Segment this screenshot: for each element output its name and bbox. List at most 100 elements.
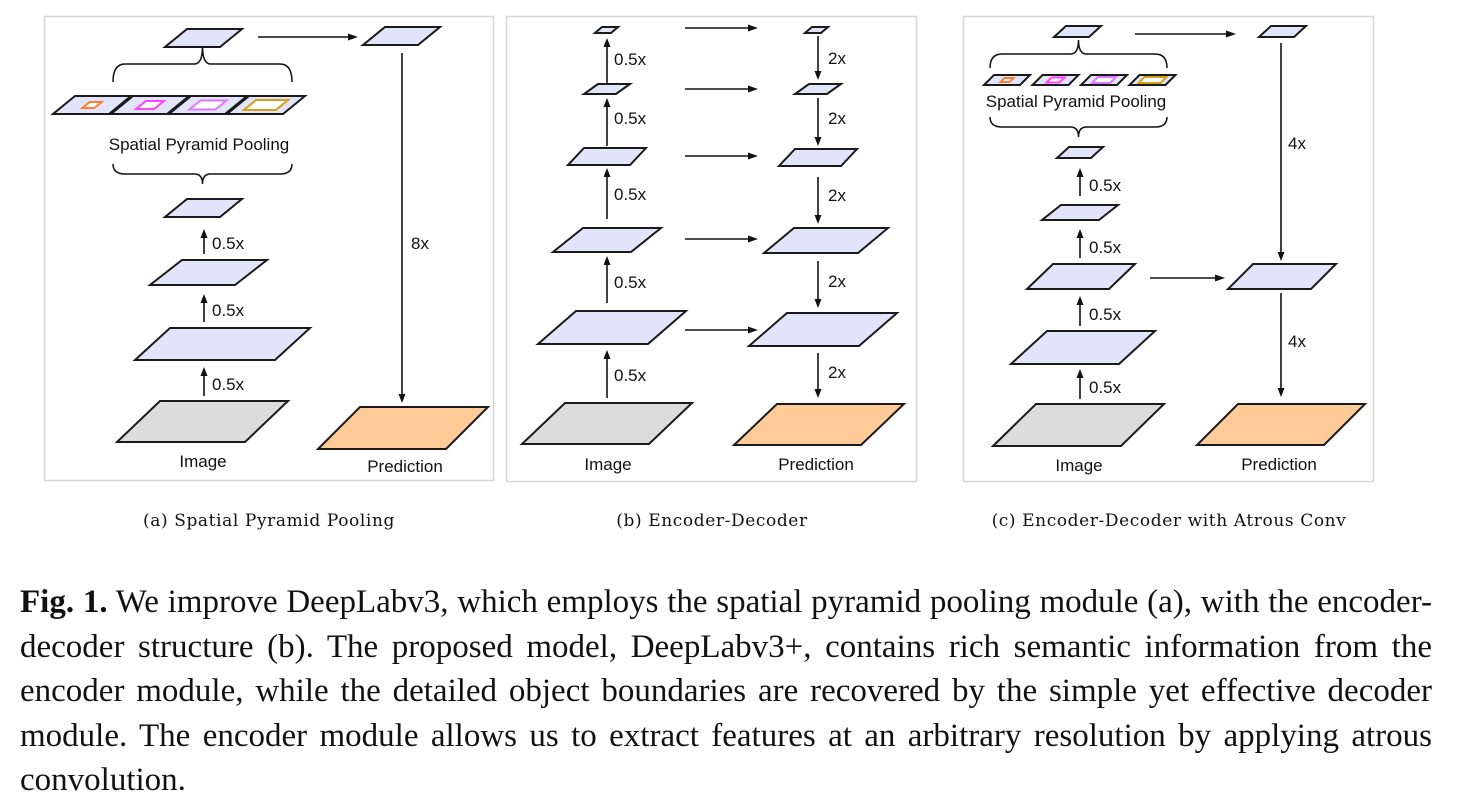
scale-label: 0.5x <box>614 185 647 204</box>
scale-label: 0.5x <box>212 234 245 253</box>
upsampled-map <box>1256 25 1309 38</box>
downsample-arrow-3-head <box>1076 229 1084 238</box>
spp-brace-bottom <box>112 163 293 185</box>
decoder-map <box>802 26 831 34</box>
prediction-map <box>731 403 907 446</box>
downsample-arrow-head <box>603 350 611 359</box>
scale-label: 0.5x <box>1089 176 1122 195</box>
spp-output-map <box>162 28 245 48</box>
panel-a-pool-window <box>186 99 230 111</box>
upsampled-map <box>360 26 443 46</box>
encoder-map-3 <box>162 198 245 218</box>
subcaption-c: (c) Encoder-Decoder with Atrous Conv <box>992 511 1347 531</box>
decoder-map <box>791 83 845 95</box>
scale-label: 4x <box>1288 134 1306 153</box>
panel-spatial-pyramid-pooling: Spatial Pyramid Pooling 0.5x 0.5x 0.5xImage… <box>43 15 495 482</box>
output-label: Prediction <box>778 455 854 474</box>
scale-label: 0.5x <box>212 375 245 394</box>
spp-brace-top <box>989 39 1168 69</box>
output-label: Prediction <box>1241 455 1317 474</box>
encoder-map <box>535 310 689 345</box>
downsample-arrow-2-head <box>200 294 208 303</box>
subcaption-b: (b) Encoder-Decoder <box>616 511 808 531</box>
skip-arrow-head <box>348 33 358 41</box>
encoder-map-1 <box>132 327 313 361</box>
encoder-map-4 <box>1054 146 1106 159</box>
encoder-map <box>565 147 649 166</box>
spp-brace-top <box>112 45 293 83</box>
downsample-arrow-head <box>603 98 611 107</box>
upsample-arrow-head <box>814 71 822 80</box>
upsample-arrow-head <box>814 215 822 224</box>
decoder-map <box>761 227 891 254</box>
panel-c-pool-window <box>1089 76 1119 84</box>
scale-label: 0.5x <box>614 109 647 128</box>
input-label: Image <box>584 455 631 474</box>
subcaption-a: (a) Spatial Pyramid Pooling <box>143 511 395 531</box>
encoder-map <box>550 227 664 253</box>
downsample-arrow-3-head <box>200 229 208 238</box>
scale-label: 2x <box>828 186 846 205</box>
downsample-arrow-1-head <box>1076 369 1084 378</box>
scale-label: 0.5x <box>212 301 245 320</box>
input-image <box>990 403 1167 447</box>
upsample-arrow-head <box>814 137 822 146</box>
scale-label: 0.5x <box>614 50 647 69</box>
downsample-arrow-head <box>603 256 611 265</box>
skip-arrow-head <box>748 152 758 160</box>
skip-arrow-head <box>748 85 758 93</box>
encoder-map-2 <box>1024 263 1138 290</box>
skip-arrow-head <box>1226 30 1236 38</box>
input-label: Image <box>179 452 226 471</box>
downsample-arrow-4-head <box>1076 168 1084 177</box>
figure-caption: Fig. 1. We improve DeepLabv3, which empl… <box>20 580 1432 803</box>
downsample-arrow-1-head <box>200 367 208 376</box>
scale-label: 0.5x <box>614 273 647 292</box>
caption-text: We improve DeepLabv3, which employs the … <box>20 584 1433 799</box>
prediction-map <box>1194 403 1368 446</box>
output-label: Prediction <box>367 457 443 476</box>
panel-c-pool-window <box>1136 76 1169 84</box>
upsample-arrow-1-head <box>1277 252 1285 261</box>
upsample-arrow-head <box>814 389 822 398</box>
upsample-label: 8x <box>411 234 429 253</box>
scale-label: 2x <box>828 109 846 128</box>
skip-arrow-head <box>748 24 758 32</box>
decoder-map <box>776 148 860 167</box>
panel-encoder-decoder-atrous: Spatial Pyramid Pooling 0.5x 0.5x 0.5x 0.5xI… <box>962 15 1375 483</box>
downsample-arrow-head <box>603 38 611 47</box>
encoder-map <box>580 83 634 95</box>
scale-label: 2x <box>828 272 846 291</box>
input-label: Image <box>1055 456 1102 475</box>
panel-a-pool-window <box>79 101 105 109</box>
decoder-map <box>746 312 900 347</box>
panel-c-pool-window <box>998 77 1016 83</box>
input-image <box>114 400 291 443</box>
spp-brace-bottom <box>989 116 1168 138</box>
scale-label: 0.5x <box>1089 378 1122 397</box>
spp-label: Spatial Pyramid Pooling <box>986 92 1166 111</box>
prediction-map <box>315 406 491 450</box>
upsample-arrow-head <box>398 394 406 403</box>
scale-label: 0.5x <box>1089 305 1122 324</box>
encoder-map-2 <box>147 259 270 286</box>
upsample-arrow-2-head <box>1277 388 1285 397</box>
decoder-map <box>1225 263 1339 290</box>
downsample-arrow-2-head <box>1076 296 1084 305</box>
downsample-arrow-head <box>603 168 611 177</box>
spp-label: Spatial Pyramid Pooling <box>109 135 289 154</box>
figure-number: Fig. 1. <box>20 584 108 620</box>
upsample-arrow-head <box>814 299 822 308</box>
encoder-map-3 <box>1039 204 1121 221</box>
scale-label: 2x <box>828 363 846 382</box>
scale-label: 2x <box>828 49 846 68</box>
scale-label: 4x <box>1288 332 1306 351</box>
skip-arrow-head <box>748 326 758 334</box>
skip-arrow-head <box>1215 274 1225 282</box>
figure-diagram: Spatial Pyramid Pooling 0.5x 0.5x 0.5xImage… <box>43 15 1375 531</box>
scale-label: 0.5x <box>1089 238 1122 257</box>
panel-a-pool-window <box>133 100 167 110</box>
encoder-map-1 <box>1008 330 1158 365</box>
panel-a-pool-window <box>241 99 291 111</box>
